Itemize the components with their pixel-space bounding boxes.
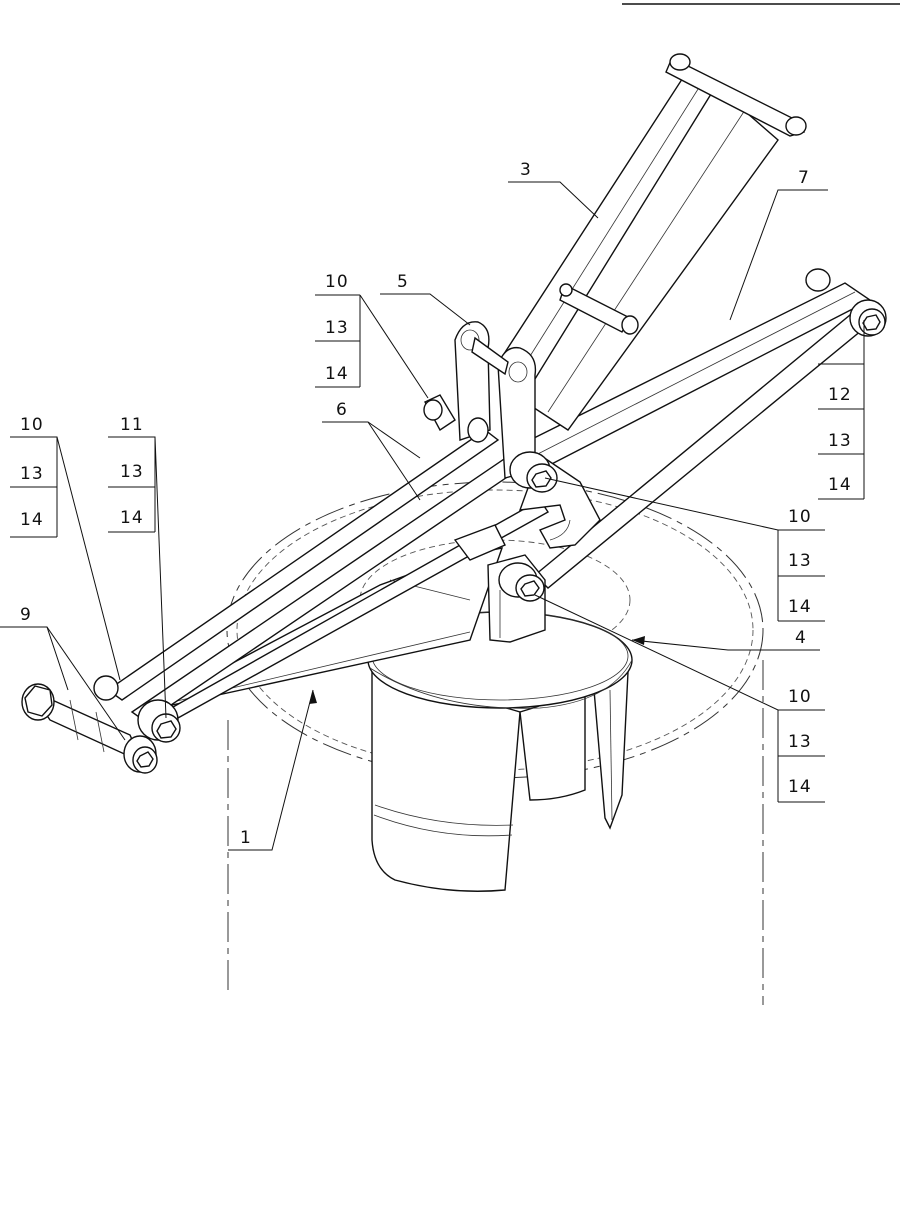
callout-group-d-2: 13 xyxy=(828,431,852,451)
callout-group-e-2: 13 xyxy=(788,551,812,571)
center-bolt xyxy=(509,451,558,493)
callout-group-e-3: 14 xyxy=(788,597,812,617)
upper-nut xyxy=(423,394,489,443)
callout-group-d-1: 12 xyxy=(828,385,852,405)
callout-6: 6 xyxy=(336,400,348,420)
callout-group-b-3: 14 xyxy=(20,510,44,530)
part-6-rods xyxy=(106,429,550,729)
callout-1: 1 xyxy=(240,828,252,848)
callout-5: 5 xyxy=(397,272,409,292)
callout-group-c-2: 13 xyxy=(120,462,144,482)
right-end-bolt xyxy=(805,268,887,337)
callout-group-a-2: 13 xyxy=(325,318,349,338)
callout-group-d-3: 14 xyxy=(828,475,852,495)
part-3-handle xyxy=(499,53,807,431)
left-end-bolt-9 xyxy=(21,683,158,774)
callout-4: 4 xyxy=(795,628,807,648)
callout-group-f-1: 10 xyxy=(788,687,812,707)
part-5-bracket xyxy=(454,321,601,549)
callout-group-a-3: 14 xyxy=(325,364,349,384)
callout-3: 3 xyxy=(520,160,532,180)
callout-boxes xyxy=(10,294,865,803)
callout-group-b-2: 13 xyxy=(20,464,44,484)
callout-group-b-1: 10 xyxy=(20,415,44,435)
callout-7: 7 xyxy=(798,168,810,188)
callout-group-c-1: 11 xyxy=(120,415,144,435)
callout-9: 9 xyxy=(20,605,32,625)
lower-bolt xyxy=(498,562,545,602)
callout-group-f-2: 13 xyxy=(788,732,812,752)
callout-group-c-3: 14 xyxy=(120,508,144,528)
callout-labels: 3 7 5 6 4 1 9 10 13 14 10 13 14 11 13 14… xyxy=(20,160,852,848)
callout-group-e-1: 10 xyxy=(788,507,812,527)
callout-group-f-3: 14 xyxy=(788,777,812,797)
callout-group-a-1: 10 xyxy=(325,272,349,292)
